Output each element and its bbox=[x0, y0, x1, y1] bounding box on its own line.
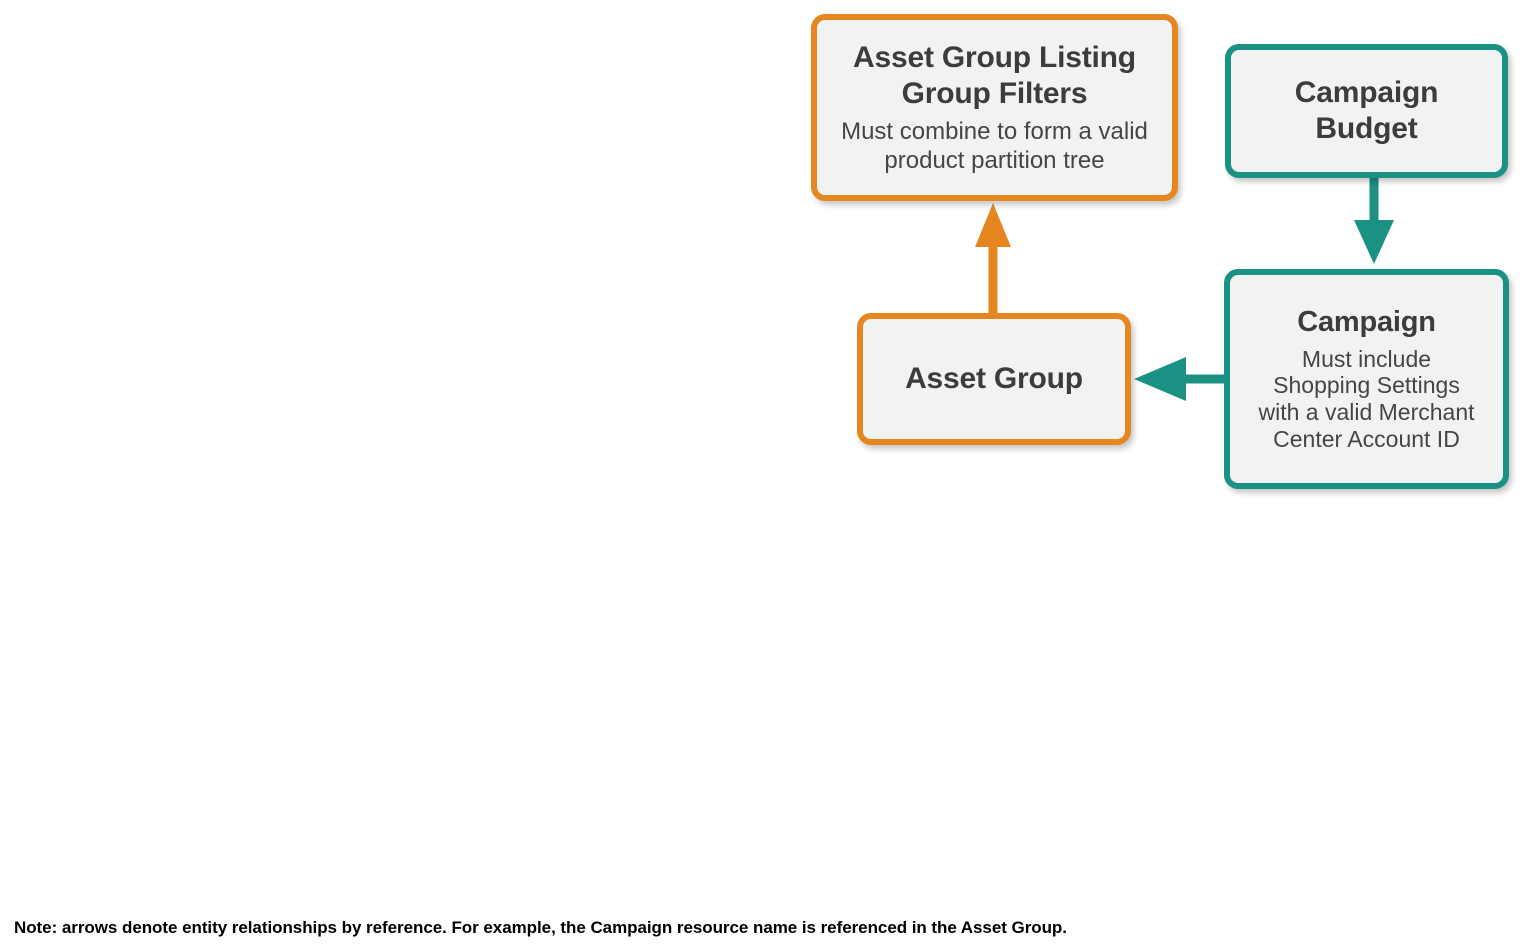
node-description-line-1: Must combine to form a valid bbox=[841, 118, 1148, 146]
arrow-head-left bbox=[1134, 357, 1186, 401]
node-description-line-4: Center Account ID bbox=[1273, 426, 1460, 453]
node-asset-group[interactable]: Asset Group bbox=[857, 313, 1131, 445]
node-title: Campaign Budget bbox=[1294, 75, 1439, 147]
node-title-line-1: Campaign bbox=[1294, 76, 1439, 109]
arrow-asset-group-to-listing-group-filters bbox=[975, 203, 1011, 313]
node-description-line-1: Must include bbox=[1301, 345, 1432, 372]
node-title-line-2: Budget bbox=[1315, 112, 1418, 145]
node-title: Asset Group bbox=[905, 362, 1083, 395]
node-description-line-2: product partition tree bbox=[884, 146, 1105, 174]
node-campaign-budget[interactable]: Campaign Budget bbox=[1225, 44, 1508, 178]
node-description-line-3: with a valid Merchant bbox=[1258, 399, 1475, 426]
node-title-line-1: Asset Group Listing bbox=[853, 41, 1136, 75]
arrow-campaign-to-asset-group bbox=[1134, 357, 1224, 401]
node-description: Must include Shopping Settings with a va… bbox=[1258, 346, 1474, 454]
arrow-head-down bbox=[1354, 220, 1394, 264]
node-title: Asset Group Listing Group Filters bbox=[853, 40, 1136, 112]
node-title: Campaign bbox=[1297, 305, 1436, 338]
node-title-line-2: Group Filters bbox=[901, 77, 1088, 111]
node-asset-group-listing-group-filters[interactable]: Asset Group Listing Group Filters Must c… bbox=[811, 14, 1178, 201]
node-description-line-2: Shopping Settings bbox=[1273, 372, 1460, 399]
node-campaign[interactable]: Campaign Must include Shopping Settings … bbox=[1224, 269, 1509, 489]
node-description: Must combine to form a valid product par… bbox=[841, 118, 1148, 174]
diagram-note: Note: arrows denote entity relationships… bbox=[14, 918, 1067, 937]
arrow-campaign-budget-to-campaign bbox=[1354, 178, 1394, 264]
arrow-head-up bbox=[975, 203, 1011, 247]
